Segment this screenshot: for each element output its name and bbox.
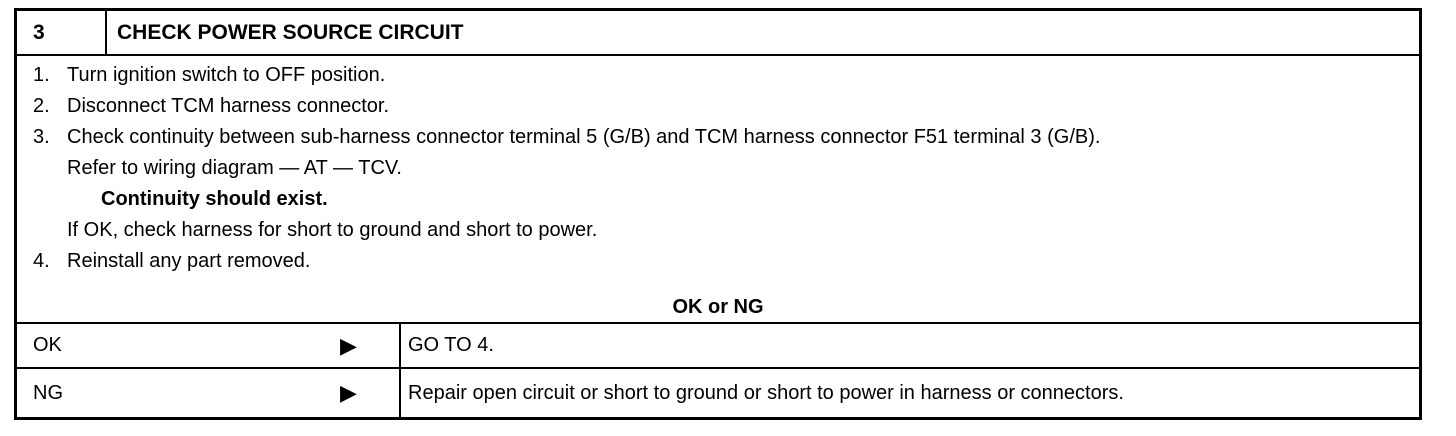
arrow-right-icon: ▶ [340,332,357,358]
result-condition: OK [33,334,62,356]
procedure-step-1: 1. Turn ignition switch to OFF position. [33,60,385,91]
harness-check-note: If OK, check harness for short to ground… [67,219,598,241]
step-title: CHECK POWER SOURCE CIRCUIT [117,21,464,44]
continuity-spec: Continuity should exist. [101,188,328,210]
step-index: 1. [33,64,50,86]
result-row-ok: OK ▶ GO TO 4. [17,324,1419,369]
arrow-right-icon: ▶ [340,380,357,405]
step-text: Check continuity between sub-harness con… [67,126,1101,148]
wiring-diagram-reference: Refer to wiring diagram — AT — TCV. [67,157,402,179]
step-text: Turn ignition switch to OFF position. [67,64,386,86]
result-heading: OK or NG [672,296,764,318]
inspection-step-table: 3 CHECK POWER SOURCE CIRCUIT 1. Turn igni… [14,8,1422,420]
procedure-step-4: 4. Reinstall any part removed. [33,246,310,277]
step-text: Disconnect TCM harness connector. [67,95,390,117]
step-number: 3 [17,11,107,54]
procedure-section: 1.Turn ignition switch to OFF position. … [17,56,1419,324]
step-index: 4. [33,250,50,272]
result-condition: NG [33,381,63,404]
step-index: 3. [33,126,50,148]
step-header: 3 CHECK POWER SOURCE CIRCUIT [17,11,1419,56]
result-action: GO TO 4. [408,334,494,356]
step-text: Reinstall any part removed. [67,250,311,272]
procedure-step-2: 2. Disconnect TCM harness connector. [33,91,389,122]
procedure-step-3: 3. Check continuity between sub-harness c… [33,122,1100,153]
result-action: Repair open circuit or short to ground o… [408,381,1124,404]
column-divider [399,369,401,417]
step-index: 2. [33,95,50,117]
column-divider [399,324,401,367]
result-row-ng: NG ▶ Repair open circuit or short to gro… [17,369,1419,417]
